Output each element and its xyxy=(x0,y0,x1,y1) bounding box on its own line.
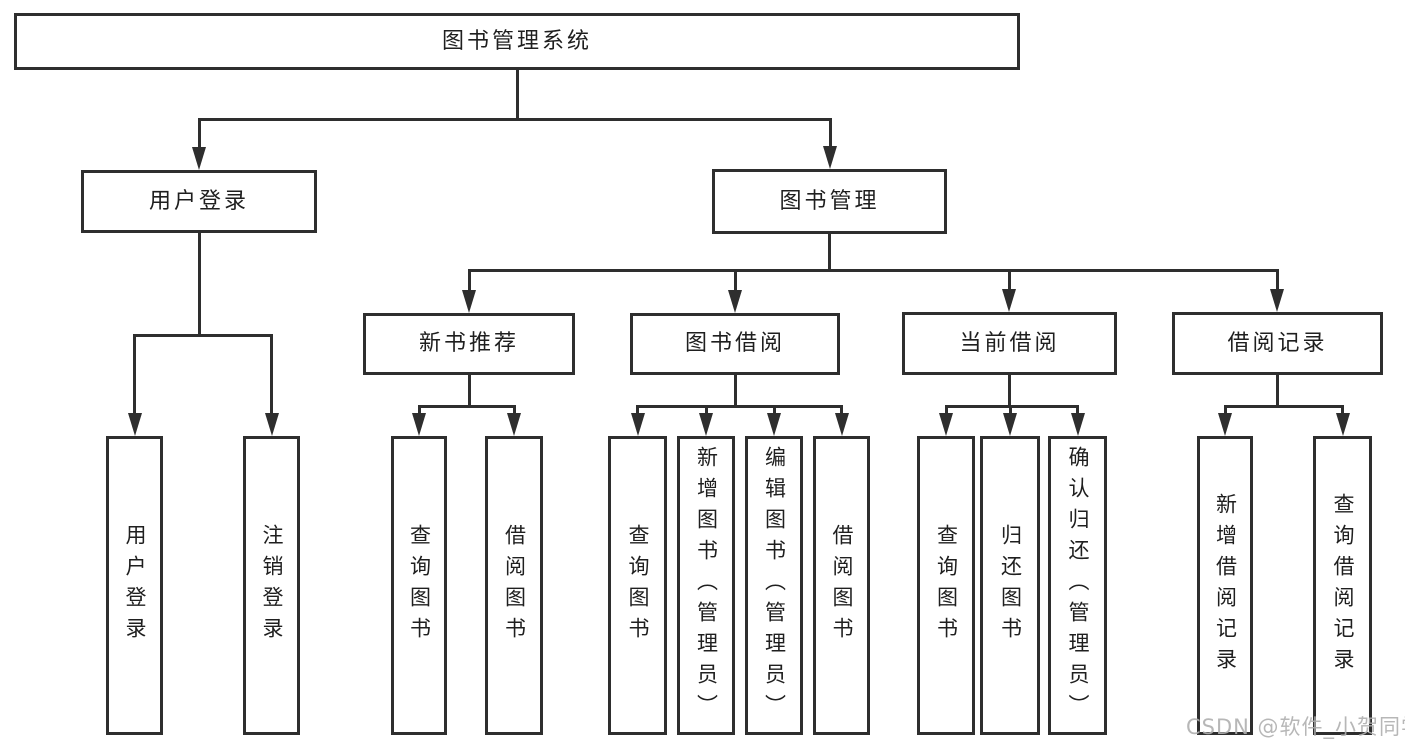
connector-line-vertical xyxy=(1275,375,1279,408)
node-current-borrow: 当前借阅 xyxy=(902,312,1117,375)
node-leaf-bb-query: 查询图书 xyxy=(608,436,667,735)
connector-line-horizontal xyxy=(944,404,1079,408)
connector-line-vertical xyxy=(417,406,421,414)
node-leaf-cb-confirm: 确认归还（管理员） xyxy=(1048,436,1107,735)
node-book-borrow: 图书借阅 xyxy=(630,313,840,375)
connector-line-vertical xyxy=(1007,270,1011,290)
node-borrow-records: 借阅记录 xyxy=(1172,312,1383,375)
arrowhead-down-icon xyxy=(412,413,426,436)
node-leaf-nb-query: 查询图书 xyxy=(391,436,447,735)
arrowhead-down-icon xyxy=(834,413,849,436)
node-new-books: 新书推荐 xyxy=(363,313,575,375)
connector-line-vertical xyxy=(1275,270,1279,290)
connector-line-vertical xyxy=(1076,406,1079,414)
node-leaf-bb-edit: 编辑图书（管理员） xyxy=(745,436,803,735)
node-book-management: 图书管理 xyxy=(712,169,947,234)
connector-line-vertical xyxy=(270,335,273,414)
arrowhead-down-icon xyxy=(1270,289,1284,312)
node-leaf-cb-query: 查询图书 xyxy=(917,436,975,735)
connector-line-vertical xyxy=(944,406,948,414)
connector-line-vertical xyxy=(733,375,737,408)
node-leaf-logout: 注销登录 xyxy=(243,436,300,735)
node-leaf-br-add: 新增借阅记录 xyxy=(1197,436,1253,735)
connector-line-vertical xyxy=(1008,406,1012,414)
arrowhead-down-icon xyxy=(1335,413,1350,436)
connector-line-horizontal xyxy=(1223,404,1344,408)
connector-line-horizontal xyxy=(197,117,832,121)
connector-line-vertical xyxy=(704,406,708,414)
connector-line-vertical xyxy=(515,70,519,119)
node-user-login: 用户登录 xyxy=(81,170,317,233)
arrowhead-down-icon xyxy=(1070,413,1085,436)
node-leaf-user-login: 用户登录 xyxy=(106,436,163,735)
connector-line-vertical xyxy=(827,234,831,272)
connector-line-vertical xyxy=(1007,375,1011,408)
connector-line-horizontal xyxy=(133,333,273,337)
connector-line-vertical xyxy=(467,375,471,408)
connector-line-vertical xyxy=(840,406,843,414)
connector-line-vertical xyxy=(467,270,471,290)
watermark: CSDN @软件_小贺同学 xyxy=(1186,715,1405,739)
arrowhead-down-icon xyxy=(1218,413,1232,436)
node-library-system: 图书管理系统 xyxy=(14,13,1020,70)
arrowhead-down-icon xyxy=(630,413,645,436)
node-leaf-cb-return: 归还图书 xyxy=(980,436,1040,735)
connector-line-horizontal xyxy=(467,268,1279,272)
arrowhead-down-icon xyxy=(1003,413,1017,436)
connector-line-vertical xyxy=(828,119,832,147)
arrowhead-down-icon xyxy=(192,147,206,170)
connector-line-horizontal xyxy=(636,404,843,408)
arrowhead-down-icon xyxy=(1002,289,1016,312)
arrowhead-down-icon xyxy=(507,413,521,436)
connector-line-vertical xyxy=(772,406,776,414)
connector-line-vertical xyxy=(133,335,136,414)
connector-line-vertical xyxy=(1223,406,1227,414)
arrowhead-down-icon xyxy=(823,146,837,169)
connector-line-vertical xyxy=(1341,406,1344,414)
arrowhead-down-icon xyxy=(127,413,142,436)
connector-line-vertical xyxy=(512,406,516,414)
arrowhead-down-icon xyxy=(767,413,781,436)
connector-line-vertical xyxy=(197,233,201,337)
arrowhead-down-icon xyxy=(264,413,279,436)
node-leaf-bb-add: 新增图书（管理员） xyxy=(677,436,735,735)
connector-line-vertical xyxy=(197,119,201,148)
arrowhead-down-icon xyxy=(939,413,953,436)
arrowhead-down-icon xyxy=(462,290,476,313)
connector-line-horizontal xyxy=(417,404,516,408)
node-leaf-bb-borrow: 借阅图书 xyxy=(813,436,870,735)
arrowhead-down-icon xyxy=(699,413,713,436)
node-leaf-nb-borrow: 借阅图书 xyxy=(485,436,543,735)
node-leaf-br-query: 查询借阅记录 xyxy=(1313,436,1372,735)
connector-line-vertical xyxy=(636,406,639,414)
arrowhead-down-icon xyxy=(728,290,742,313)
connector-line-vertical xyxy=(733,270,737,290)
